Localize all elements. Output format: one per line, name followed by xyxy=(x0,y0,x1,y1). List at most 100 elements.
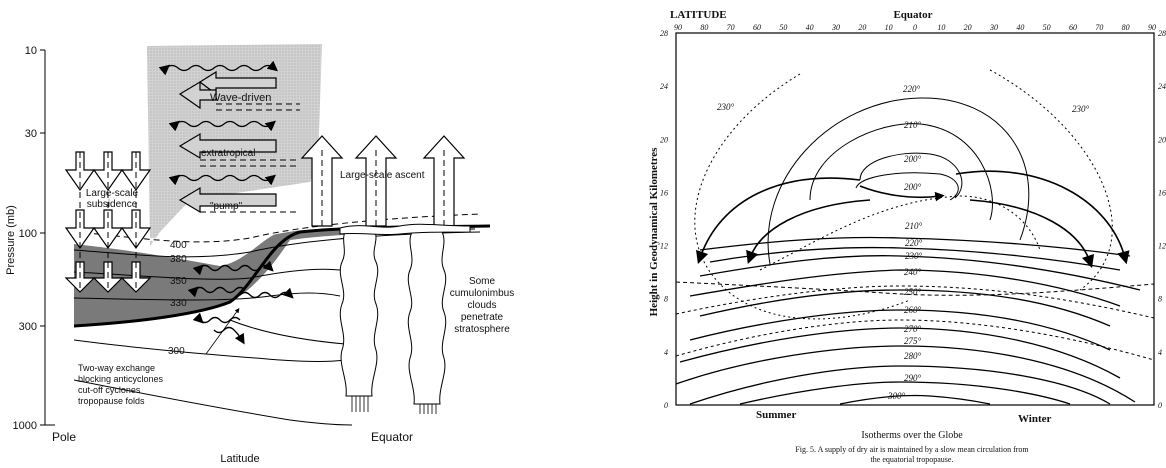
label-wave-driven: Wave-driven xyxy=(210,92,271,104)
isotherm-label-200-a: 200° xyxy=(904,154,922,164)
exchange-note-line-1: Two-way exchange xyxy=(78,363,155,373)
label-subsidence-2: subsidence xyxy=(87,199,138,210)
isotherm-label-290: 290° xyxy=(904,373,922,383)
height-tick-left: 20 xyxy=(660,135,668,144)
circulation-arrows xyxy=(696,170,1130,269)
cumulonimbus-note: Some cumulonimbus clouds penetrate strat… xyxy=(450,276,514,335)
latitude-tick-label: 60 xyxy=(1069,23,1077,32)
isentrope-350 xyxy=(73,268,341,280)
isentrope-300 xyxy=(73,339,346,362)
pump-block-arrows xyxy=(178,70,277,214)
summer-label: Summer xyxy=(756,409,796,421)
latitude-tick-label: 30 xyxy=(831,23,840,32)
isentrope-label-300: 300 xyxy=(168,346,185,357)
height-tick-right: 8 xyxy=(1158,295,1162,304)
upper-isotherm-loops xyxy=(767,97,1030,265)
height-tick-right: 12 xyxy=(1158,242,1166,251)
height-tick-right: 20 xyxy=(1158,135,1166,144)
right-y-axis-label: Height in Geodynamical Kilometres xyxy=(648,147,660,316)
height-tick-right: 0 xyxy=(1158,401,1162,410)
isotherm-label-280: 280° xyxy=(904,351,922,361)
equatorial-tropopause-dashed xyxy=(675,281,1155,296)
right-plot-frame xyxy=(675,32,1155,406)
latitude-tick-label: 20 xyxy=(858,23,866,32)
isotherm-label-230: 230° xyxy=(905,251,923,261)
isotherm-label-250: 250° xyxy=(904,287,922,297)
isotherm-label-275: 275° xyxy=(904,336,922,346)
isotherm-label-270: 270° xyxy=(904,324,922,334)
right-figure-title: Isotherms over the Globe xyxy=(861,430,963,441)
latitude-tick-label: 70 xyxy=(727,23,735,32)
isotherm-label-210: 210° xyxy=(905,221,923,231)
label-subsidence-1: Large-scale xyxy=(86,188,139,199)
isotherm-label-220: 220° xyxy=(905,238,923,248)
left-y-tick-300: 300 xyxy=(19,321,37,333)
latitude-tick-label: 20 xyxy=(964,23,972,32)
right-figure-caption-1: Fig. 5. A supply of dry air is maintaine… xyxy=(795,445,1029,454)
latitude-tick-label: 10 xyxy=(885,23,893,32)
latitude-tick-label: 60 xyxy=(753,23,761,32)
right-latitude-label: LATITUDE xyxy=(670,9,727,21)
exchange-note-line-3: cut-off cyclones xyxy=(78,385,141,395)
isentrope-label-350: 350 xyxy=(170,276,187,287)
label-pump: "pump" xyxy=(210,201,243,212)
isentrope-330 xyxy=(73,292,341,301)
height-tick-left: 12 xyxy=(660,242,668,251)
left-stratosphere-diagram: 10 30 100 300 1000 Pressure (mb) Latitud… xyxy=(5,44,514,465)
left-x-pole: Pole xyxy=(52,430,76,444)
winter-label: Winter xyxy=(1018,413,1052,425)
isentrope-label-330: 330 xyxy=(170,298,187,309)
cumulonimbus-clouds xyxy=(339,223,471,405)
latitude-tick-label: 40 xyxy=(806,23,814,32)
height-tick-left: 8 xyxy=(664,295,668,304)
cb-note-line-2: cumulonimbus xyxy=(450,288,514,299)
latitude-tick-label: 80 xyxy=(1122,23,1130,32)
lowermost-stratosphere-region xyxy=(74,227,475,326)
wave-arrows xyxy=(158,60,294,345)
latitude-tick-label: 50 xyxy=(779,23,787,32)
isentrope-label-400: 400 xyxy=(170,240,187,251)
isotherm-lines xyxy=(675,236,1141,405)
isotherm-label-220-top: 220° xyxy=(903,84,921,94)
isentrope-label-380: 380 xyxy=(170,254,187,265)
height-tick-left: 4 xyxy=(664,348,668,357)
cb-note-line-1: Some xyxy=(469,276,496,287)
label-large-scale-ascent: Large-scale ascent xyxy=(340,170,425,181)
left-x-axis-label: Latitude xyxy=(220,453,259,465)
label-extratropical: extratropical xyxy=(201,148,255,159)
isotherm-label-240: 240° xyxy=(904,267,922,277)
latitude-tick-label: 90 xyxy=(674,23,682,32)
cb-note-line-5: stratosphere xyxy=(454,324,510,335)
cb-note-line-4: penetrate xyxy=(461,312,504,323)
right-figure-caption-2: the equatorial tropopause. xyxy=(871,455,954,464)
latitude-tick-label: 50 xyxy=(1043,23,1051,32)
left-y-tick-10: 10 xyxy=(25,45,37,57)
latitude-tick-label: 10 xyxy=(937,23,945,32)
latitude-tick-label: 30 xyxy=(989,23,998,32)
left-y-tick-1000: 1000 xyxy=(13,420,37,432)
exchange-note-line-4: tropopause folds xyxy=(78,396,145,406)
isentrope-380 xyxy=(73,231,481,258)
ascent-arrows xyxy=(300,135,466,227)
height-tick-left: 28 xyxy=(660,29,668,38)
height-tick-left: 16 xyxy=(660,188,668,197)
isotherm-label-230-right: 230° xyxy=(1072,104,1090,114)
isotherm-label-200-b: 200° xyxy=(904,182,922,192)
left-y-tick-30: 30 xyxy=(25,128,37,140)
left-y-axis-label: Pressure (mb) xyxy=(5,205,17,275)
latitude-tick-label: 70 xyxy=(1095,23,1103,32)
cb-note-line-3: clouds xyxy=(468,300,497,311)
height-tick-right: 24 xyxy=(1158,82,1166,91)
isotherm-label-210-top: 210° xyxy=(904,120,922,130)
left-x-equator: Equator xyxy=(371,430,413,444)
height-tick-right: 4 xyxy=(1158,348,1162,357)
latitude-tick-label: 0 xyxy=(913,23,917,32)
height-tick-right: 16 xyxy=(1158,188,1166,197)
isotherm-label-300: 300° xyxy=(887,391,906,401)
left-y-tick-100: 100 xyxy=(19,228,37,240)
